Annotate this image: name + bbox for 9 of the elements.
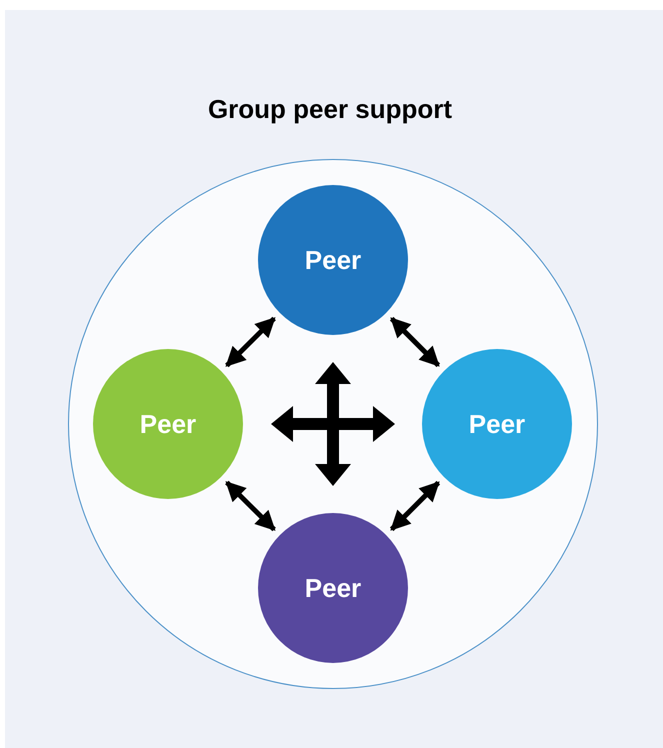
peer-label: Peer xyxy=(304,572,362,604)
double-arrow xyxy=(225,316,276,368)
peer-label: Peer xyxy=(468,408,526,440)
peer-label: Peer xyxy=(140,408,196,440)
peer-label: Peer xyxy=(304,244,362,276)
double-arrow xyxy=(390,316,440,368)
double-arrow xyxy=(225,480,276,532)
double-arrow xyxy=(390,480,440,532)
diagram-title: Group peer support xyxy=(206,93,454,126)
